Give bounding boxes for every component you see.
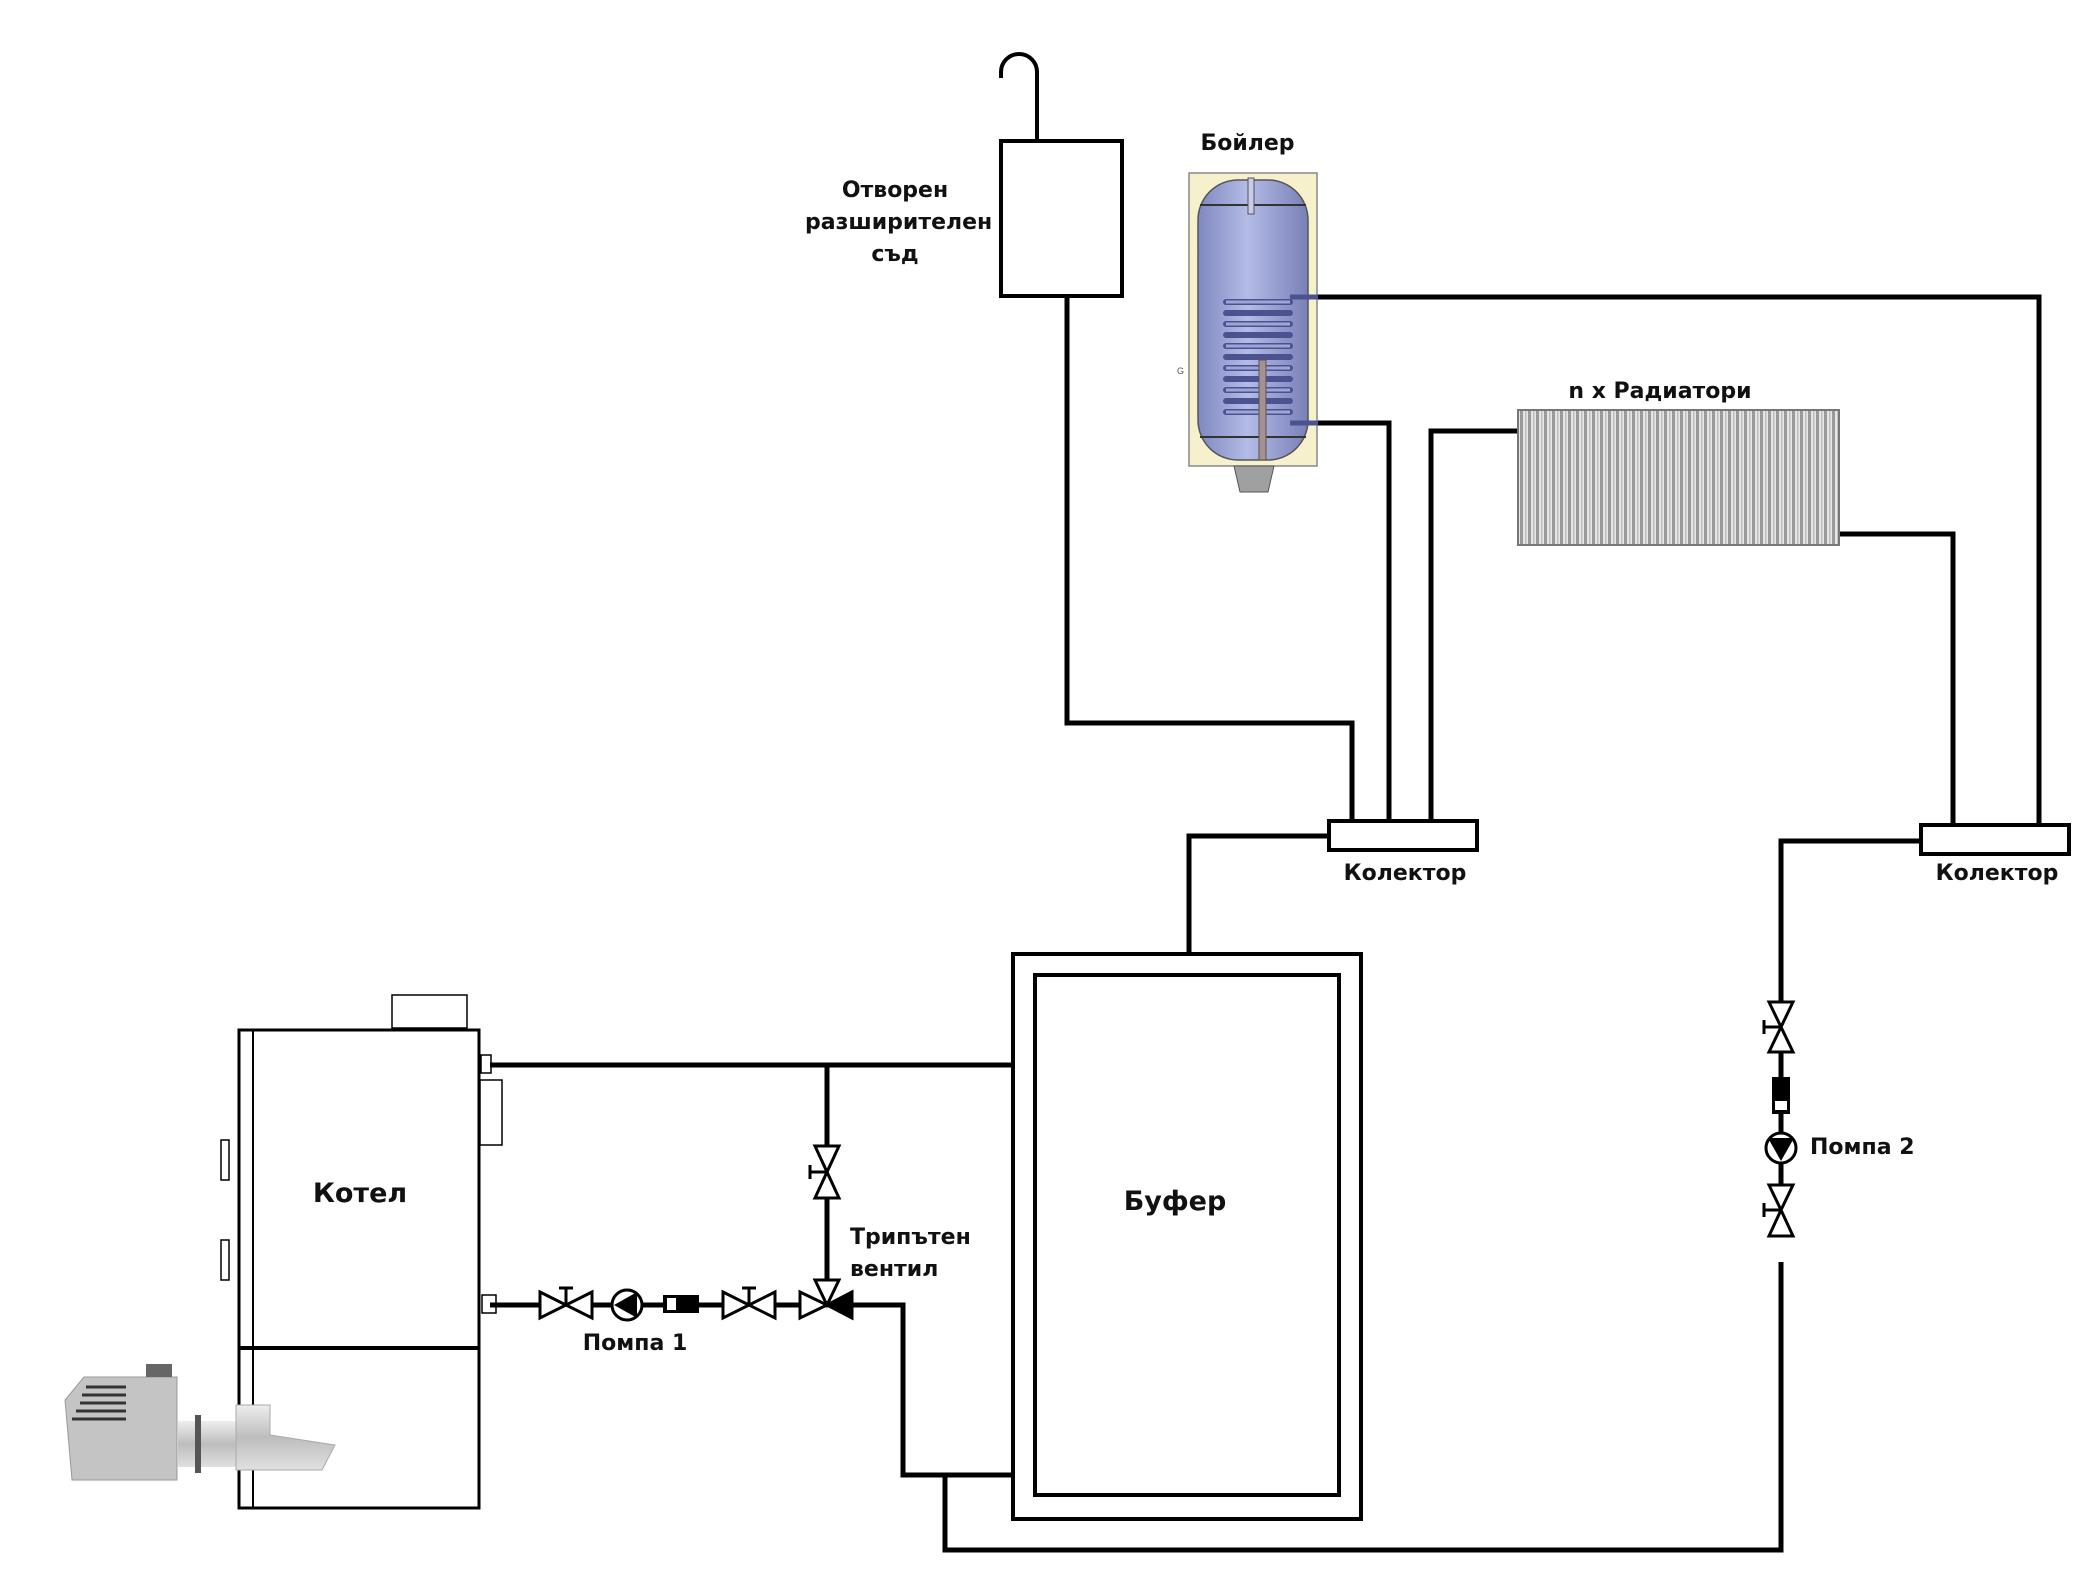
pipe-boiler-supply (1318, 294, 2042, 824)
expansion-tank-label: Отворен разширителен съд (805, 175, 993, 271)
pipes (490, 294, 2042, 1553)
pipe-buffer-collector (1186, 833, 1329, 953)
collector-right-label: Колектор (1935, 861, 2059, 886)
check-valve-2-icon (1772, 1077, 1790, 1114)
pipe-radiator-supply (1428, 428, 1518, 821)
radiators-label: n x Радиатори (1568, 379, 1752, 404)
pump2-valve-bottom[interactable] (1762, 1183, 1796, 1238)
bypass-valve[interactable] (808, 1144, 842, 1200)
expansion-tank (999, 52, 1124, 298)
pipe-expansion (1064, 297, 1355, 821)
shutoff-valve-2[interactable] (721, 1286, 777, 1321)
buffer-tank (1011, 952, 1363, 1521)
boiler-label: Бойлер (1200, 131, 1295, 156)
kotel-label: Котел (312, 1178, 408, 1209)
check-valve-1-icon (663, 1295, 699, 1313)
fan-icon (479, 1079, 503, 1146)
shutoff-valve-1[interactable] (538, 1286, 594, 1321)
pump-1-icon[interactable] (610, 1288, 644, 1322)
three-way-valve-icon[interactable] (798, 1278, 854, 1321)
expansion-tank-label-line1: Отворен (841, 178, 949, 203)
buffer-label: Буфер (1123, 1186, 1227, 1217)
pipe-bottom-return (942, 1262, 1784, 1553)
pellet-burner (64, 1364, 336, 1481)
collector-left (1327, 819, 1479, 852)
pipe-radiator-return (1839, 531, 1956, 824)
three-way-valve-label-line2: вентил (850, 1257, 939, 1282)
control-panel-icon (391, 994, 468, 1029)
boiler-cylinder: G (1177, 172, 1318, 493)
pump2-valve-top[interactable] (1762, 1000, 1796, 1054)
expansion-tank-label-line2: разширителен (805, 210, 993, 235)
collector-right (1919, 823, 2071, 856)
pump1-label: Помпа 1 (582, 1331, 688, 1356)
expansion-tank-label-line3: съд (871, 242, 919, 267)
vent-pipe-icon (999, 52, 1039, 139)
svg-text:G: G (1177, 366, 1184, 376)
pipe-pump2-line (1778, 838, 1920, 1002)
three-way-valve-label: Трипътен вентил (850, 1222, 971, 1286)
collector-left-label: Колектор (1343, 861, 1467, 886)
three-way-valve-label-line1: Трипътен (850, 1225, 971, 1250)
pipe-boiler-return (1318, 420, 1392, 821)
pump2-label: Помпа 2 (1810, 1135, 1915, 1160)
anode-flange-icon (1233, 465, 1275, 493)
pump-2-icon[interactable] (1764, 1131, 1798, 1165)
radiator (1517, 409, 1840, 546)
pipe-3way-buffer (852, 1302, 1013, 1478)
